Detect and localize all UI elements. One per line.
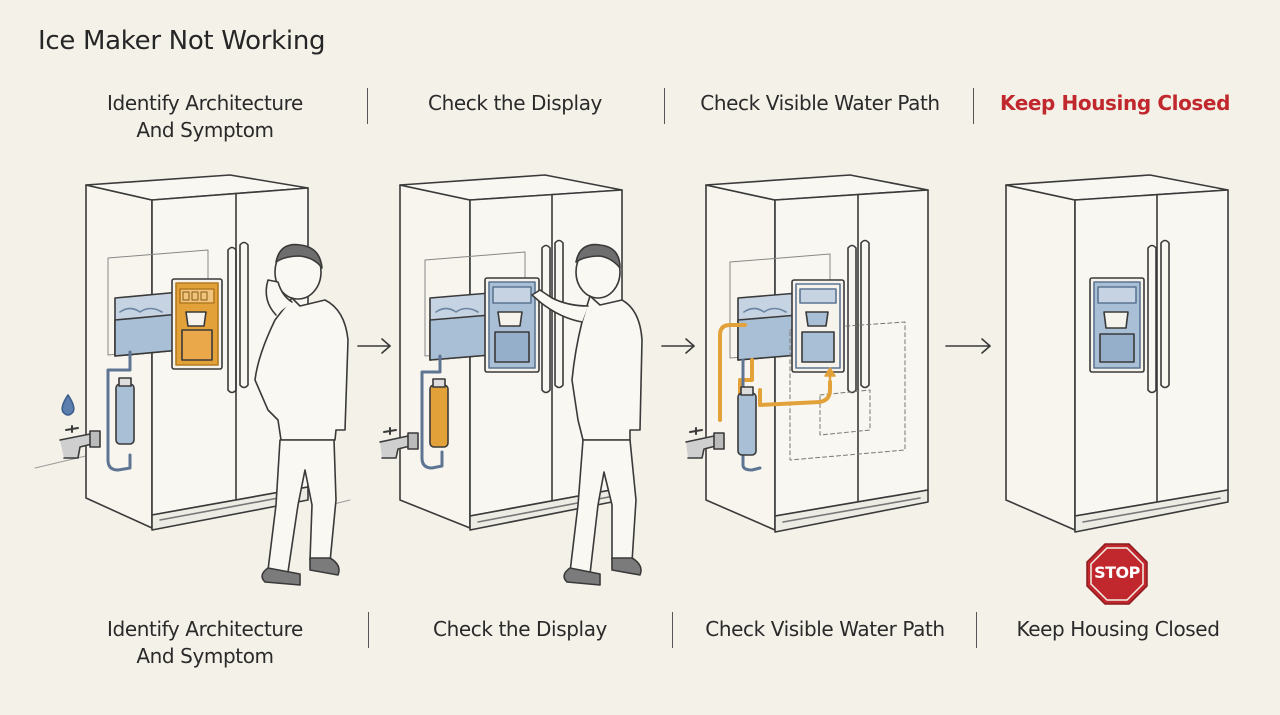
step-label-bottom-1-line1: Identify Architecture xyxy=(107,617,303,641)
step-label-top-3-line1: Check Visible Water Path xyxy=(700,91,940,115)
step-label-bottom-4-line1: Keep Housing Closed xyxy=(1016,617,1220,641)
step-label-bottom-3: Check Visible Water Path xyxy=(695,616,955,643)
step-label-top-4: Keep Housing Closed xyxy=(985,90,1245,117)
step-label-bottom-4: Keep Housing Closed xyxy=(988,616,1248,643)
divider-bottom-3 xyxy=(976,612,977,648)
step-label-top-3: Check Visible Water Path xyxy=(690,90,950,117)
faucet-icon xyxy=(685,427,725,459)
divider-top-1 xyxy=(367,88,368,124)
page-title: Ice Maker Not Working xyxy=(38,26,326,56)
arrow-right-icon xyxy=(945,338,991,354)
divider-bottom-2 xyxy=(672,612,673,648)
divider-top-3 xyxy=(973,88,974,124)
divider-top-2 xyxy=(664,88,665,124)
step-label-bottom-1-line2: And Symptom xyxy=(136,644,274,668)
stop-sign-icon xyxy=(1086,543,1148,605)
person-2 xyxy=(531,243,643,586)
arrow-right-icon xyxy=(357,338,391,354)
step-label-top-1-line2: And Symptom xyxy=(136,118,274,142)
arrow-right-icon xyxy=(661,338,695,354)
refrigerator-4 xyxy=(1005,174,1229,533)
step-label-top-1-line1: Identify Architecture xyxy=(107,91,303,115)
refrigerator-1 xyxy=(34,174,351,531)
faucet-icon xyxy=(379,427,419,459)
faucet-icon xyxy=(59,425,101,459)
step-label-top-1: Identify Architecture And Symptom xyxy=(75,90,335,144)
step-label-top-2-line1: Check the Display xyxy=(428,91,602,115)
divider-bottom-1 xyxy=(368,612,369,648)
step-label-bottom-1: Identify Architecture And Symptom xyxy=(75,616,335,670)
water-drop-icon xyxy=(61,394,75,416)
arrow-up-icon xyxy=(824,367,836,384)
person-1 xyxy=(254,243,349,586)
stop-sign-text: STOP xyxy=(1094,563,1140,582)
step-label-bottom-2-line1: Check the Display xyxy=(433,617,607,641)
step-label-bottom-2: Check the Display xyxy=(390,616,650,643)
step-label-bottom-3-line1: Check Visible Water Path xyxy=(705,617,945,641)
refrigerator-3 xyxy=(705,174,929,533)
step-label-top-2: Check the Display xyxy=(385,90,645,117)
step-label-top-4-line1: Keep Housing Closed xyxy=(999,91,1230,115)
